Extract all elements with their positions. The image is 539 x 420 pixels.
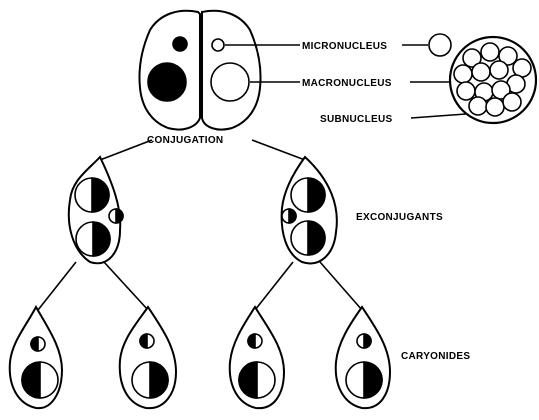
- subnucleus: [457, 82, 475, 100]
- conjugant-left-macronucleus: [148, 63, 186, 101]
- subnucleus: [503, 93, 521, 111]
- lineage-line-ex1-right: [104, 262, 148, 310]
- exconjugant-right-micronucleus: [282, 209, 296, 223]
- lineage-line-ex1-left: [38, 262, 76, 310]
- caryonide-3: [230, 307, 284, 408]
- lineage-line-conj-right: [252, 140, 305, 160]
- exconjugant-left-micronucleus: [109, 209, 123, 223]
- caryonide-4: [336, 307, 390, 408]
- lineage-line-ex2-left: [255, 262, 293, 310]
- caryonide-2-macronucleus: [132, 362, 168, 398]
- lineage-line-ex2-right: [320, 262, 362, 310]
- macronucleus-label: MACRONUCLEUS: [302, 78, 392, 89]
- macronucleus-detail: [450, 37, 536, 123]
- subnucleus-pointer: [411, 114, 466, 118]
- caryonide-1-macronucleus: [22, 362, 58, 398]
- caryonide-1: [10, 307, 62, 408]
- conjugant-right-micronucleus: [212, 39, 224, 51]
- caryonide-4-micronucleus: [357, 334, 371, 348]
- subnucleus: [469, 97, 487, 115]
- exconjugant-right-macronucleus-upper: [291, 178, 325, 212]
- subnucleus: [472, 63, 490, 81]
- conjugating-pair: [139, 11, 260, 130]
- exconjugant-left: [69, 157, 123, 263]
- subnucleus: [454, 65, 472, 83]
- exconjugant-left-macronucleus-upper: [75, 178, 109, 212]
- caryonide-3-macronucleus: [239, 362, 275, 398]
- micronucleus-label: MICRONUCLEUS: [302, 41, 387, 52]
- subnucleus: [481, 43, 499, 61]
- subnucleus: [486, 98, 504, 116]
- conjugant-right-macronucleus: [211, 63, 249, 101]
- caryonide-1-micronucleus: [31, 337, 45, 351]
- subnucleus: [490, 61, 508, 79]
- caryonide-3-micronucleus: [248, 334, 262, 348]
- conjugation-label: CONJUGATION: [147, 135, 223, 146]
- lineage-line-conj-left: [100, 140, 152, 160]
- micronucleus-detail-circle: [429, 34, 451, 56]
- caryonides-label: CARYONIDES: [401, 351, 470, 362]
- caryonide-4-macronucleus: [346, 362, 382, 398]
- exconjugants-label: EXCONJUGANTS: [356, 212, 443, 223]
- exconjugant-left-macronucleus-lower: [76, 222, 110, 256]
- conjugant-left-micronucleus: [173, 37, 187, 51]
- subnucleus-label: SUBNUCLEUS: [320, 114, 392, 125]
- caryonide-2-micronucleus: [140, 334, 154, 348]
- exconjugant-right-macronucleus-lower: [291, 221, 325, 255]
- caryonide-2: [120, 307, 176, 408]
- exconjugant-right: [282, 157, 337, 263]
